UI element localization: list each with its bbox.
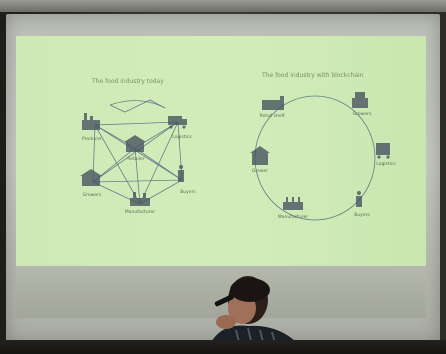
node-label-buyers: Buyers xyxy=(180,190,196,195)
node-label-growers: Growers xyxy=(82,193,102,198)
node-label-retail: Retail shelf xyxy=(259,114,285,119)
node-label-logistics: Logistics xyxy=(172,135,192,140)
node-label-retailer: Retailer xyxy=(127,157,145,162)
projected-slide xyxy=(16,36,426,266)
truck-icon xyxy=(168,116,187,129)
left-network-lines xyxy=(92,99,183,205)
right-diagram-title: The food industry with blockchain xyxy=(262,72,364,79)
shopper-icon xyxy=(356,191,362,207)
node-label-producer: Producer xyxy=(82,137,102,142)
store-icon xyxy=(124,135,146,152)
slide-lower-band xyxy=(16,266,426,318)
barn-icon xyxy=(352,92,368,108)
node-label-growers-right: Growers xyxy=(352,112,372,117)
shopper-icon xyxy=(178,165,184,182)
node-label-buyers-right: Buyers xyxy=(354,213,370,218)
node-label-grower-right: Grower xyxy=(251,169,269,174)
plant-icon xyxy=(283,197,303,210)
factory-icon xyxy=(82,113,100,130)
stage-foreground xyxy=(0,340,446,354)
plant-icon xyxy=(130,192,150,206)
barn-icon xyxy=(80,169,102,186)
node-label-logistics-right: Logistics xyxy=(376,162,396,167)
ceiling xyxy=(0,0,446,12)
left-diagram-title: The food industry today xyxy=(92,78,164,85)
node-label-manufacturer: Manufacturer xyxy=(124,210,156,215)
node-label-manufacturer-right: Manufacturer xyxy=(277,215,309,220)
store-icon xyxy=(262,96,284,110)
barn-icon xyxy=(250,146,270,165)
truck-icon xyxy=(376,143,390,159)
